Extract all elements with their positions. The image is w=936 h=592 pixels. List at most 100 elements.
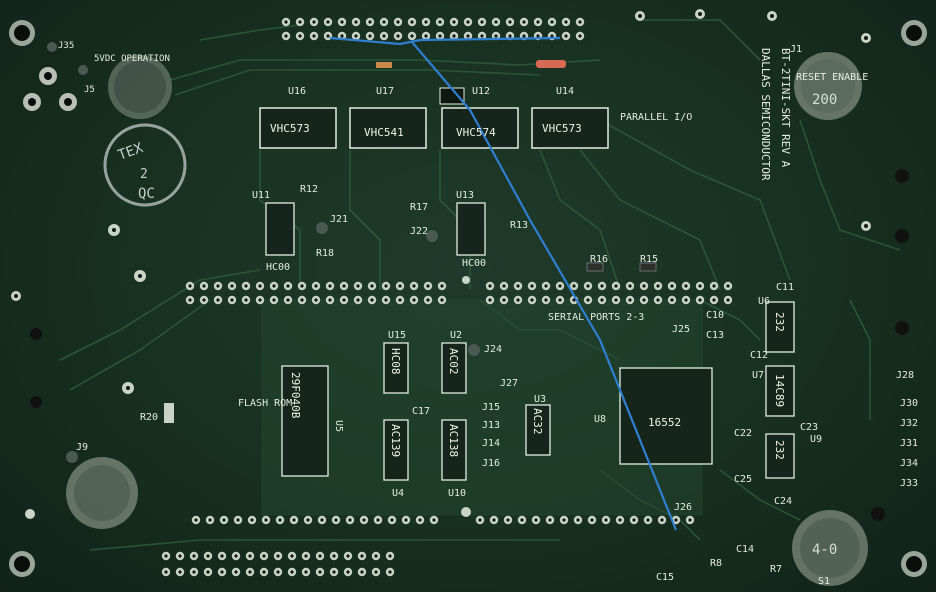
- label-j35: J35: [58, 41, 74, 51]
- silkscreen-labels: BT-2TINI-SKT REV A DALLAS SEMICONDUCTOR …: [58, 41, 918, 587]
- part-u16: VHC573: [270, 122, 310, 135]
- part-u17: VHC541: [364, 126, 404, 139]
- part-u3: AC32: [531, 408, 544, 435]
- label-u11: U11: [252, 190, 270, 201]
- chips: [259, 87, 795, 481]
- label-j16: J16: [482, 458, 500, 469]
- label-j13: J13: [482, 420, 500, 431]
- part-u10: AC138: [447, 424, 460, 457]
- label-u12: U12: [472, 86, 490, 97]
- stamp-line-1: TEX: [116, 140, 146, 164]
- label-u10: U10: [448, 488, 466, 499]
- label-c24: C24: [774, 496, 792, 507]
- part-u14: VHC573: [542, 122, 582, 135]
- part-u9: 232: [773, 440, 786, 460]
- standoff-mark-top: 200: [812, 92, 837, 108]
- label-u6: U6: [758, 296, 770, 307]
- chip-u2: [441, 342, 467, 394]
- label-u13: U13: [456, 190, 474, 201]
- label-s1: S1: [818, 576, 830, 587]
- chip-u4: [383, 419, 409, 481]
- label-r13: R13: [510, 220, 528, 231]
- part-u13: HC00: [462, 258, 486, 269]
- chip-u5: [281, 365, 329, 477]
- label-j9: J9: [76, 442, 88, 453]
- part-u6: 232: [773, 312, 786, 332]
- chip-u13: [456, 202, 486, 256]
- label-j32: J32: [900, 418, 918, 429]
- standoff-mark-bottom: 4-0: [812, 542, 837, 558]
- label-c22: C22: [734, 428, 752, 439]
- part-u11: HC00: [266, 262, 290, 273]
- chip-u11: [265, 202, 295, 256]
- chip-u9: [765, 433, 795, 479]
- chip-u8: [619, 367, 713, 465]
- blue-jumper-wire: [329, 36, 678, 531]
- label-u16: U16: [288, 86, 306, 97]
- label-c11: C11: [776, 282, 794, 293]
- board-title: BT-2TINI-SKT REV A: [779, 48, 792, 168]
- label-j30: J30: [900, 398, 918, 409]
- label-r12: R12: [300, 184, 318, 195]
- section-reset: RESET ENABLE: [796, 72, 868, 83]
- part-u8: 16552: [648, 416, 681, 429]
- label-j33: J33: [900, 478, 918, 489]
- label-j5: J5: [84, 85, 95, 95]
- label-j34: J34: [900, 458, 918, 469]
- pad-rows: [161, 17, 733, 577]
- label-r20: R20: [140, 412, 158, 423]
- label-u17: U17: [376, 86, 394, 97]
- stamp-line-2: 2: [140, 167, 148, 182]
- label-u4: U4: [392, 488, 404, 499]
- section-parallel: PARALLEL I/O: [620, 112, 692, 123]
- label-u9: U9: [810, 434, 822, 445]
- label-j14: J14: [482, 438, 500, 449]
- jumper-note: 5VDC OPERATION: [94, 54, 170, 64]
- label-j24: J24: [484, 344, 502, 355]
- label-c12: C12: [750, 350, 768, 361]
- label-u8: U8: [594, 414, 606, 425]
- label-r18: R18: [316, 248, 334, 259]
- chip-u7: [765, 365, 795, 417]
- qc-stamp: [103, 123, 187, 207]
- passive-components: [23, 42, 657, 463]
- chip-u15: [383, 342, 409, 394]
- label-c13: C13: [706, 330, 724, 341]
- label-u3: U3: [534, 394, 546, 405]
- mounting-holes: [9, 20, 927, 577]
- chip-u17: [349, 107, 427, 149]
- chip-u16: [259, 107, 337, 149]
- label-c15: C15: [656, 572, 674, 583]
- label-j26: J26: [674, 502, 692, 513]
- stamp-line-3: QC: [138, 186, 155, 202]
- label-j31: J31: [900, 438, 918, 449]
- board-manufacturer: DALLAS SEMICONDUCTOR: [759, 48, 772, 181]
- part-u15: HC08: [389, 348, 402, 375]
- chip-u6: [765, 301, 795, 353]
- label-c10: C10: [706, 310, 724, 321]
- label-j15: J15: [482, 402, 500, 413]
- chip-u10: [441, 419, 467, 481]
- chip-u3: [525, 404, 551, 456]
- label-r7: R7: [770, 564, 782, 575]
- label-u14: U14: [556, 86, 574, 97]
- label-u2: U2: [450, 330, 462, 341]
- label-u7: U7: [752, 370, 764, 381]
- label-r17: R17: [410, 202, 428, 213]
- part-u7: 14C89: [773, 374, 786, 407]
- part-u5: 29F040B: [289, 372, 302, 419]
- label-r8: R8: [710, 558, 722, 569]
- label-c14: C14: [736, 544, 754, 555]
- label-r15: R15: [640, 254, 658, 265]
- label-j28: J28: [896, 370, 914, 381]
- part-u12: VHC574: [456, 126, 496, 139]
- label-j22: J22: [410, 226, 428, 237]
- chip-u14: [531, 107, 609, 149]
- label-r16: R16: [590, 254, 608, 265]
- label-j21: J21: [330, 214, 348, 225]
- label-c25: C25: [734, 474, 752, 485]
- part-u2: AC02: [447, 348, 460, 375]
- label-c17: C17: [412, 406, 430, 417]
